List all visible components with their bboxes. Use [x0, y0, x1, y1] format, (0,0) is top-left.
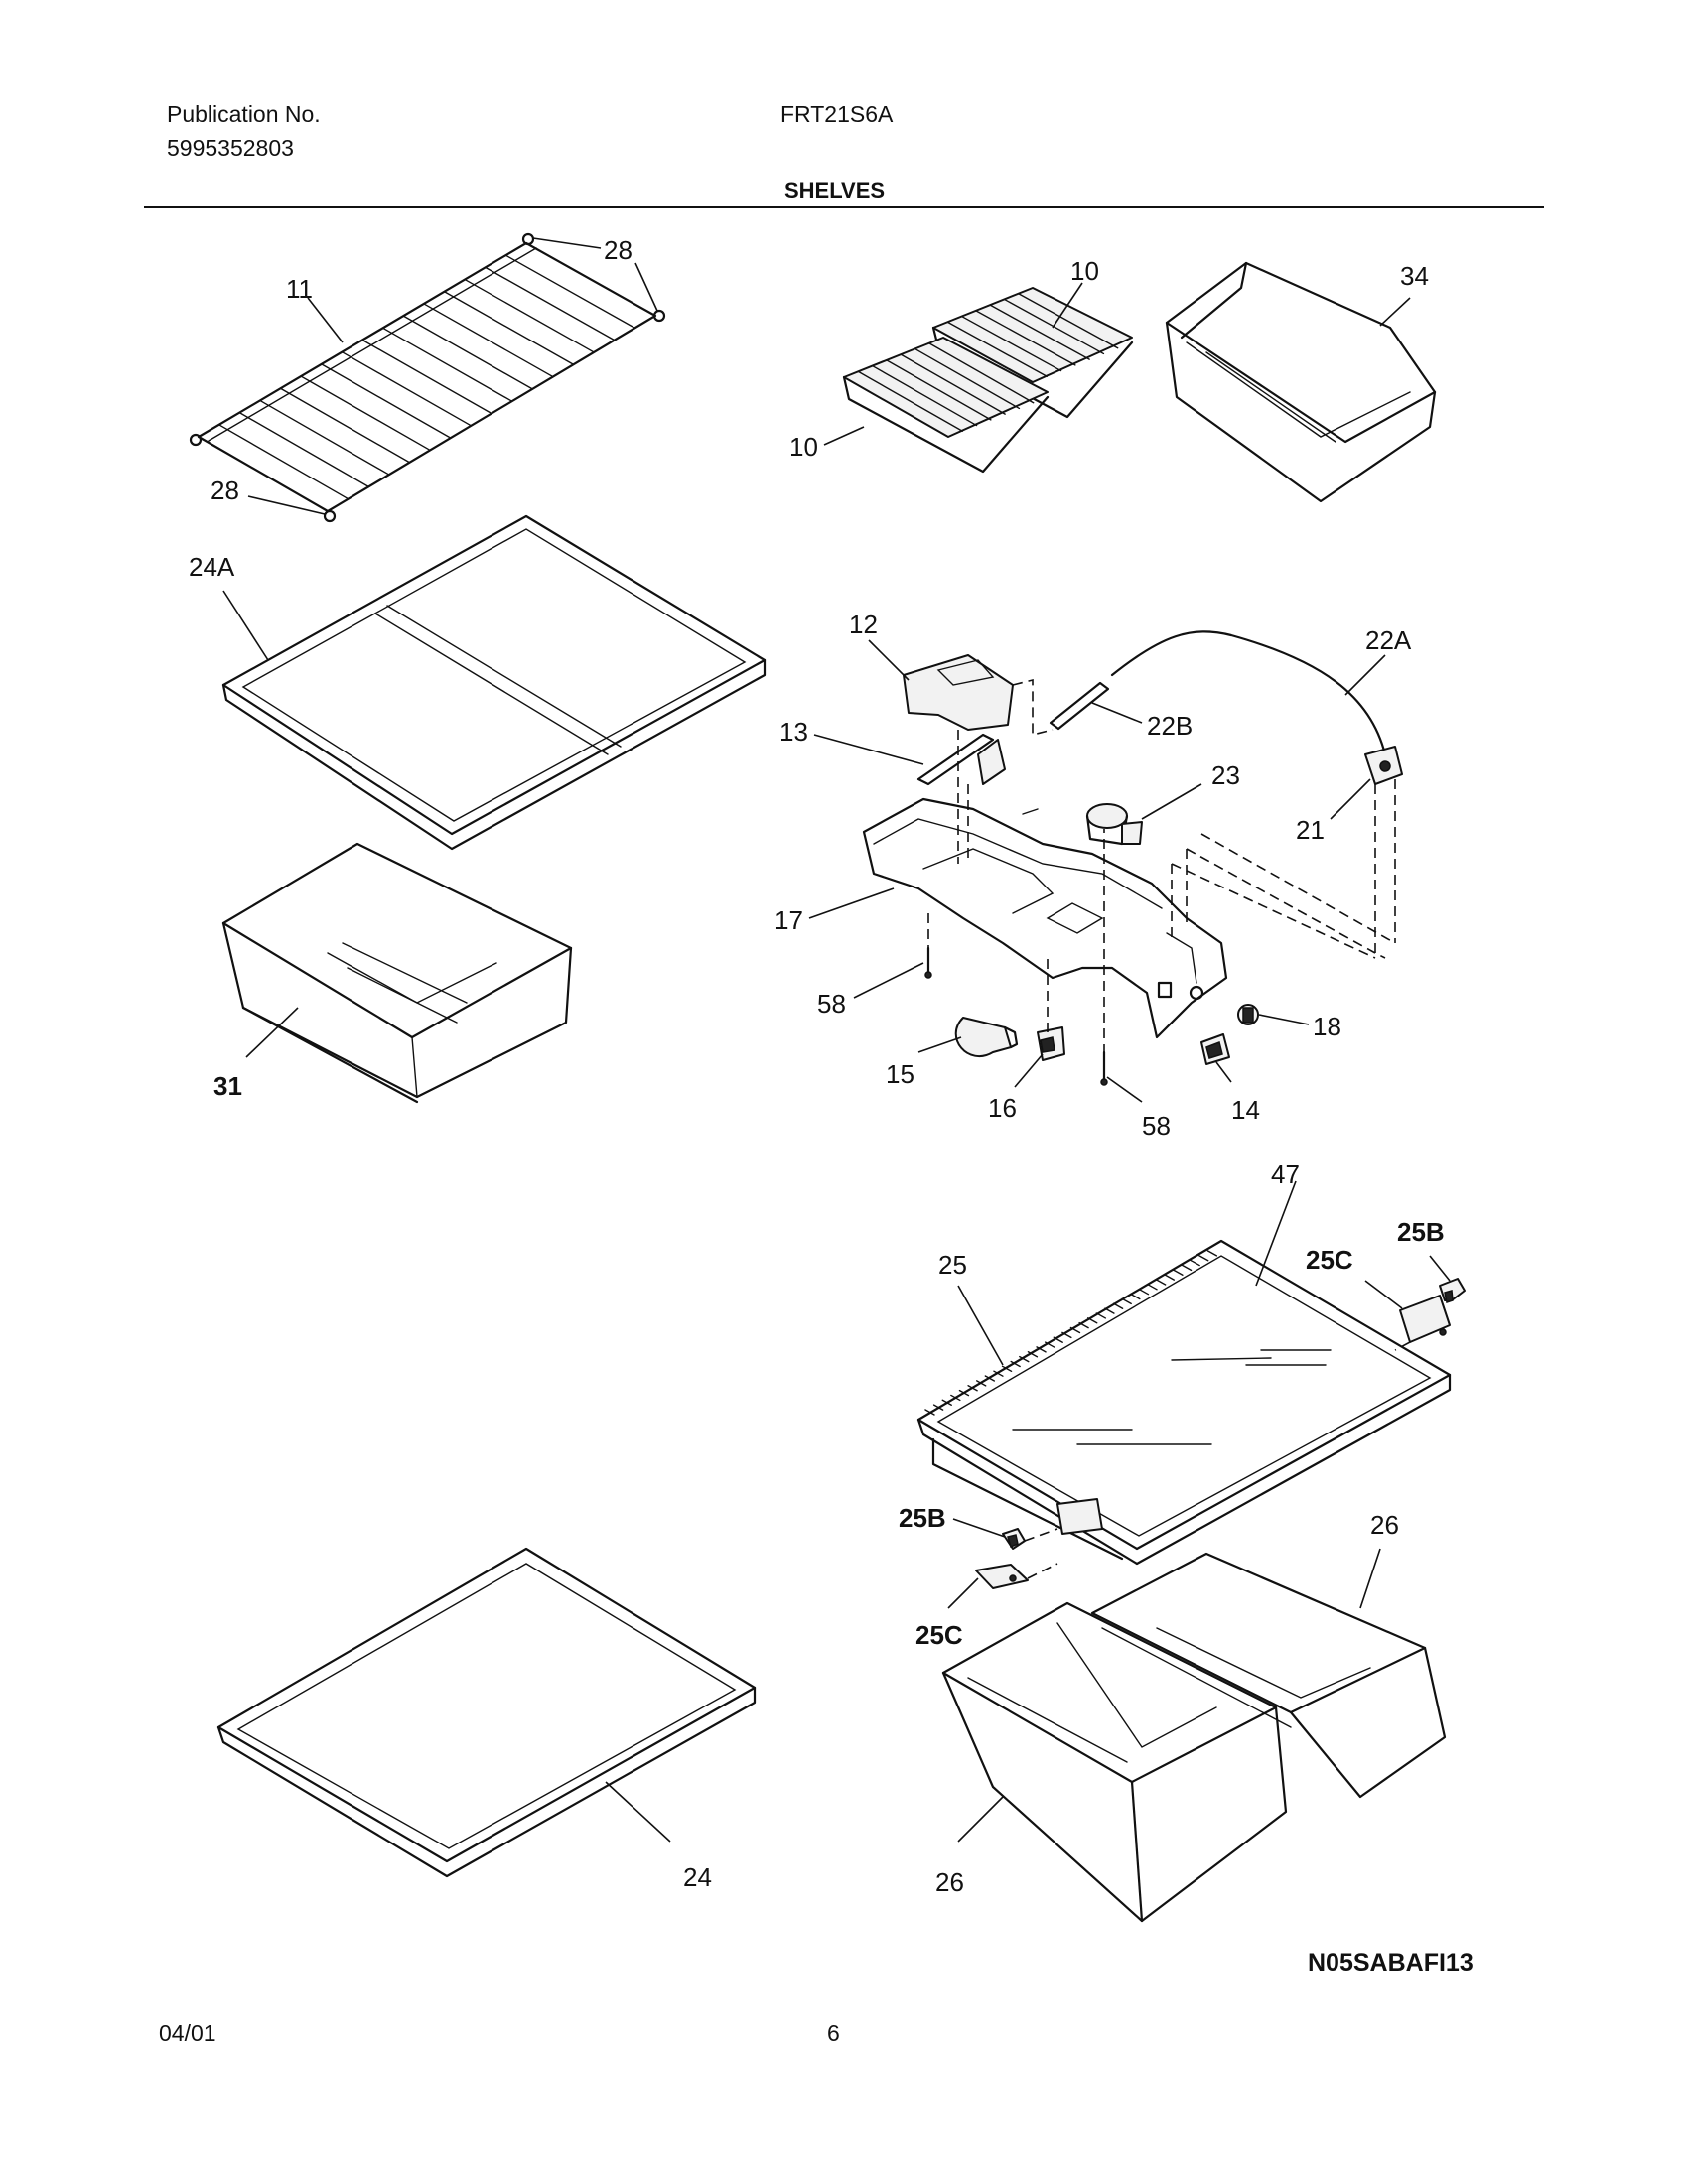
- callout-26-bottom: 26: [935, 1867, 964, 1897]
- screw-left: [924, 946, 932, 979]
- crisper-drawer-left: [221, 842, 573, 1104]
- callout-16: 16: [988, 1093, 1017, 1123]
- figure-code: N05SABAFI13: [1308, 1949, 1474, 1977]
- callout-28-top: 28: [604, 235, 633, 265]
- publication-number: 5995352803: [167, 135, 294, 161]
- callout-26-top: 26: [1370, 1510, 1399, 1540]
- shelf-bracket-left: [975, 1564, 1029, 1589]
- callout-47: 47: [1271, 1160, 1300, 1189]
- thermistor-tube: [1049, 681, 1110, 731]
- callout-31: 31: [213, 1071, 242, 1101]
- glass-shelf-flat: [216, 1547, 757, 1878]
- glass-shelf-with-divider: [221, 514, 767, 851]
- callout-25: 25: [938, 1250, 967, 1280]
- callout-10-bottom: 10: [789, 432, 818, 462]
- light-shield: [903, 654, 1014, 731]
- shelf-clip-left: [1002, 1528, 1026, 1550]
- callout-24: 24: [683, 1862, 712, 1892]
- sensor-wire: [1110, 630, 1387, 756]
- light-switch: [1200, 1033, 1230, 1065]
- light-socket: [1037, 1026, 1065, 1061]
- assembly-lines-center: [927, 678, 1396, 1052]
- callout-15: 15: [886, 1059, 914, 1089]
- page-number: 6: [827, 2020, 840, 2046]
- section-title: SHELVES: [784, 178, 886, 203]
- callout-14: 14: [1231, 1095, 1260, 1125]
- callout-25b-top: 25B: [1397, 1217, 1445, 1247]
- callout-25c-top: 25C: [1306, 1245, 1353, 1275]
- callout-58-right: 58: [1142, 1111, 1171, 1141]
- callout-25b-bottom: 25B: [899, 1503, 946, 1533]
- shelf-bracket-right: [1399, 1295, 1451, 1343]
- callout-18: 18: [1313, 1012, 1341, 1041]
- assembly-lines-shelf: [1024, 1341, 1411, 1579]
- header-rule: [144, 206, 1544, 208]
- callout-21: 21: [1296, 815, 1325, 845]
- callout-13: 13: [779, 717, 808, 747]
- damper-control: [1085, 803, 1143, 846]
- callout-28-bottom: 28: [211, 476, 239, 505]
- small-storage-bin: [1165, 261, 1437, 503]
- callout-25c-bottom: 25C: [915, 1620, 963, 1650]
- wire-shelf: [189, 232, 666, 523]
- damper-baffle: [916, 733, 1006, 786]
- shelf-with-vent-grille: [916, 1239, 1452, 1566]
- leader-lines: [222, 237, 1451, 1843]
- callout-11: 11: [286, 274, 313, 304]
- callout-22a: 22A: [1365, 625, 1412, 655]
- control-housing: [862, 797, 1228, 1039]
- light-bulb: [954, 1017, 1019, 1058]
- model-number: FRT21S6A: [780, 101, 894, 127]
- callout-58-left: 58: [817, 989, 846, 1019]
- callout-10-top: 10: [1070, 256, 1099, 286]
- callout-12: 12: [849, 610, 878, 639]
- screw-right: [1100, 1050, 1108, 1086]
- callout-22b: 22B: [1147, 711, 1193, 741]
- callout-23: 23: [1211, 760, 1240, 790]
- temperature-control: [1364, 746, 1403, 785]
- footer-date: 04/01: [159, 2020, 216, 2046]
- shelf-clip-right: [1439, 1278, 1466, 1303]
- publication-label: Publication No.: [167, 101, 321, 127]
- ice-tray-rear: [931, 287, 1134, 419]
- crisper-drawer-rear: [1090, 1552, 1447, 1799]
- crisper-drawer-front: [941, 1601, 1288, 1923]
- ice-tray-front: [842, 337, 1050, 474]
- callout-17: 17: [774, 905, 803, 935]
- callout-24a: 24A: [189, 552, 235, 582]
- control-knob: [1237, 1004, 1259, 1025]
- callout-34: 34: [1400, 261, 1429, 291]
